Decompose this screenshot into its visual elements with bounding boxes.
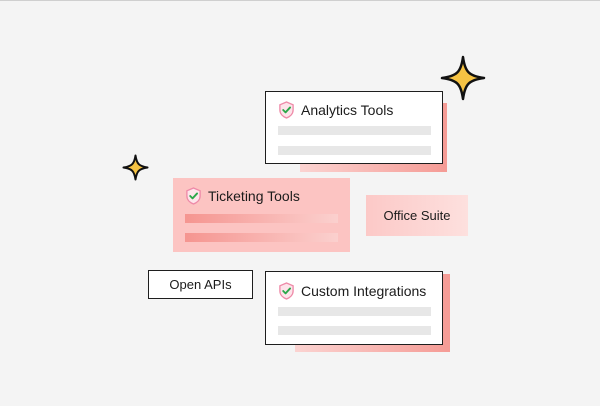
analytics-card-title: Analytics Tools: [301, 102, 394, 118]
ticketing-tools-card: Ticketing Tools: [173, 178, 350, 252]
custom-card-title: Custom Integrations: [301, 283, 427, 299]
sparkle-icon-small: [122, 154, 149, 181]
sparkle-icon-large: [440, 55, 486, 101]
top-divider: [0, 0, 600, 1]
placeholder-line: [278, 326, 431, 335]
analytics-tools-card: Analytics Tools: [265, 91, 443, 164]
custom-card-header: Custom Integrations: [278, 282, 426, 300]
open-apis-label: Open APIs: [169, 277, 232, 292]
open-apis-tag: Open APIs: [148, 270, 253, 299]
placeholder-line: [278, 126, 431, 135]
placeholder-line: [278, 307, 431, 316]
custom-integrations-card: Custom Integrations: [265, 271, 443, 345]
placeholder-line: [185, 233, 338, 242]
placeholder-line: [185, 214, 338, 223]
analytics-card-header: Analytics Tools: [278, 101, 393, 119]
ticketing-card-header: Ticketing Tools: [185, 187, 300, 205]
office-suite-label: Office Suite: [383, 208, 451, 223]
shield-check-icon: [279, 101, 294, 119]
shield-check-icon: [186, 187, 201, 205]
shield-check-icon: [279, 282, 294, 300]
ticketing-card-title: Ticketing Tools: [208, 188, 300, 204]
office-suite-tag: Office Suite: [366, 195, 468, 236]
placeholder-line: [278, 146, 431, 155]
